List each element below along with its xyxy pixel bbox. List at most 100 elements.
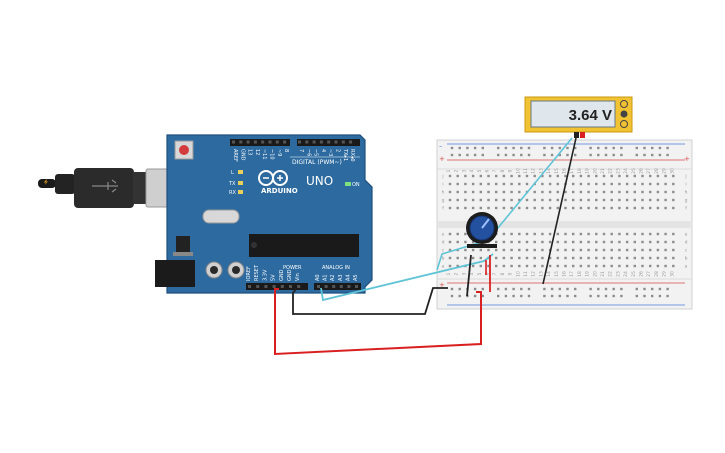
breadboard-hole[interactable]: [487, 182, 490, 186]
breadboard-hole[interactable]: [533, 198, 536, 202]
breadboard-hole[interactable]: [548, 264, 552, 268]
breadboard-hole[interactable]: [533, 232, 536, 236]
breadboard-hole[interactable]: [510, 256, 513, 260]
breadboard-hole[interactable]: [641, 174, 644, 178]
breadboard-hole[interactable]: [664, 198, 667, 202]
breadboard-hole[interactable]: [458, 146, 461, 150]
breadboard-hole[interactable]: [602, 240, 606, 244]
breadboard-hole[interactable]: [666, 146, 669, 150]
breadboard-hole[interactable]: [572, 256, 575, 260]
breadboard-hole[interactable]: [556, 206, 559, 210]
breadboard-hole[interactable]: [466, 146, 469, 150]
breadboard-hole[interactable]: [550, 287, 554, 291]
breadboard-hole[interactable]: [625, 256, 629, 260]
breadboard-hole[interactable]: [572, 248, 575, 252]
breadboard-hole[interactable]: [664, 248, 667, 252]
breadboard-hole[interactable]: [625, 240, 629, 244]
breadboard-hole[interactable]: [618, 264, 621, 268]
breadboard-hole[interactable]: [512, 294, 515, 298]
breadboard-hole[interactable]: [572, 232, 575, 236]
breadboard-hole[interactable]: [525, 240, 529, 244]
breadboard-hole[interactable]: [579, 248, 583, 252]
breadboard-hole[interactable]: [604, 294, 608, 298]
breadboard-hole[interactable]: [595, 182, 598, 186]
wire-cyan-a0[interactable]: [320, 253, 494, 302]
probe-socket-red[interactable]: [580, 132, 585, 138]
breadboard-hole[interactable]: [649, 248, 652, 252]
breadboard-hole[interactable]: [566, 146, 569, 150]
breadboard-hole[interactable]: [672, 190, 675, 194]
breadboard-hole[interactable]: [625, 206, 629, 210]
breadboard-hole[interactable]: [487, 264, 490, 268]
breadboard-hole[interactable]: [579, 232, 583, 236]
breadboard-hole[interactable]: [587, 248, 590, 252]
breadboard-hole[interactable]: [527, 146, 531, 150]
potentiometer[interactable]: [466, 212, 498, 248]
breadboard-hole[interactable]: [610, 182, 613, 186]
breadboard-hole[interactable]: [564, 206, 567, 210]
breadboard-hole[interactable]: [479, 256, 482, 260]
breadboard-hole[interactable]: [625, 190, 629, 194]
breadboard-hole[interactable]: [548, 232, 552, 236]
breadboard-hole[interactable]: [450, 294, 454, 298]
breadboard-hole[interactable]: [466, 153, 469, 157]
breadboard-hole[interactable]: [610, 264, 613, 268]
breadboard-hole[interactable]: [589, 146, 592, 150]
breadboard-hole[interactable]: [502, 240, 506, 244]
breadboard-hole[interactable]: [564, 232, 567, 236]
breadboard-hole[interactable]: [533, 190, 536, 194]
breadboard-hole[interactable]: [464, 198, 467, 202]
breadboard-hole[interactable]: [495, 240, 498, 244]
breadboard-hole[interactable]: [548, 190, 552, 194]
breadboard-hole[interactable]: [597, 153, 600, 157]
breadboard-hole[interactable]: [666, 153, 669, 157]
breadboard-hole[interactable]: [448, 264, 452, 268]
breadboard-hole[interactable]: [651, 146, 654, 150]
breadboard-hole[interactable]: [579, 240, 583, 244]
breadboard-hole[interactable]: [487, 206, 490, 210]
breadboard-hole[interactable]: [597, 146, 600, 150]
breadboard-hole[interactable]: [548, 206, 552, 210]
breadboard-hole[interactable]: [456, 264, 459, 268]
breadboard-hole[interactable]: [481, 287, 484, 291]
breadboard-hole[interactable]: [643, 294, 646, 298]
breadboard-hole[interactable]: [612, 153, 615, 157]
breadboard-hole[interactable]: [564, 190, 567, 194]
breadboard-hole[interactable]: [487, 198, 490, 202]
breadboard-hole[interactable]: [548, 182, 552, 186]
breadboard-hole[interactable]: [602, 248, 606, 252]
breadboard-hole[interactable]: [533, 174, 536, 178]
breadboard-hole[interactable]: [541, 206, 544, 210]
breadboard-hole[interactable]: [572, 182, 575, 186]
breadboard-hole[interactable]: [518, 240, 521, 244]
breadboard-hole[interactable]: [487, 248, 490, 252]
breadboard-hole[interactable]: [595, 206, 598, 210]
breadboard-hole[interactable]: [572, 240, 575, 244]
breadboard-hole[interactable]: [533, 256, 536, 260]
breadboard-hole[interactable]: [471, 174, 475, 178]
breadboard-hole[interactable]: [618, 198, 621, 202]
breadboard-hole[interactable]: [456, 182, 459, 186]
breadboard-hole[interactable]: [510, 190, 513, 194]
breadboard-hole[interactable]: [602, 232, 606, 236]
breadboard-hole[interactable]: [610, 232, 613, 236]
potentiometer-knob-icon[interactable]: [481, 218, 490, 229]
breadboard-hole[interactable]: [502, 174, 506, 178]
breadboard-hole[interactable]: [456, 256, 459, 260]
breadboard-hole[interactable]: [651, 294, 654, 298]
breadboard-hole[interactable]: [579, 174, 583, 178]
breadboard-hole[interactable]: [656, 198, 660, 202]
breadboard-hole[interactable]: [518, 174, 521, 178]
breadboard-hole[interactable]: [664, 190, 667, 194]
breadboard-hole[interactable]: [610, 198, 613, 202]
breadboard-hole[interactable]: [556, 232, 559, 236]
breadboard-hole[interactable]: [448, 198, 452, 202]
breadboard-hole[interactable]: [664, 256, 667, 260]
breadboard-hole[interactable]: [525, 248, 529, 252]
breadboard-hole[interactable]: [504, 153, 508, 157]
breadboard-hole[interactable]: [641, 190, 644, 194]
breadboard-hole[interactable]: [550, 146, 554, 150]
breadboard-hole[interactable]: [633, 256, 636, 260]
